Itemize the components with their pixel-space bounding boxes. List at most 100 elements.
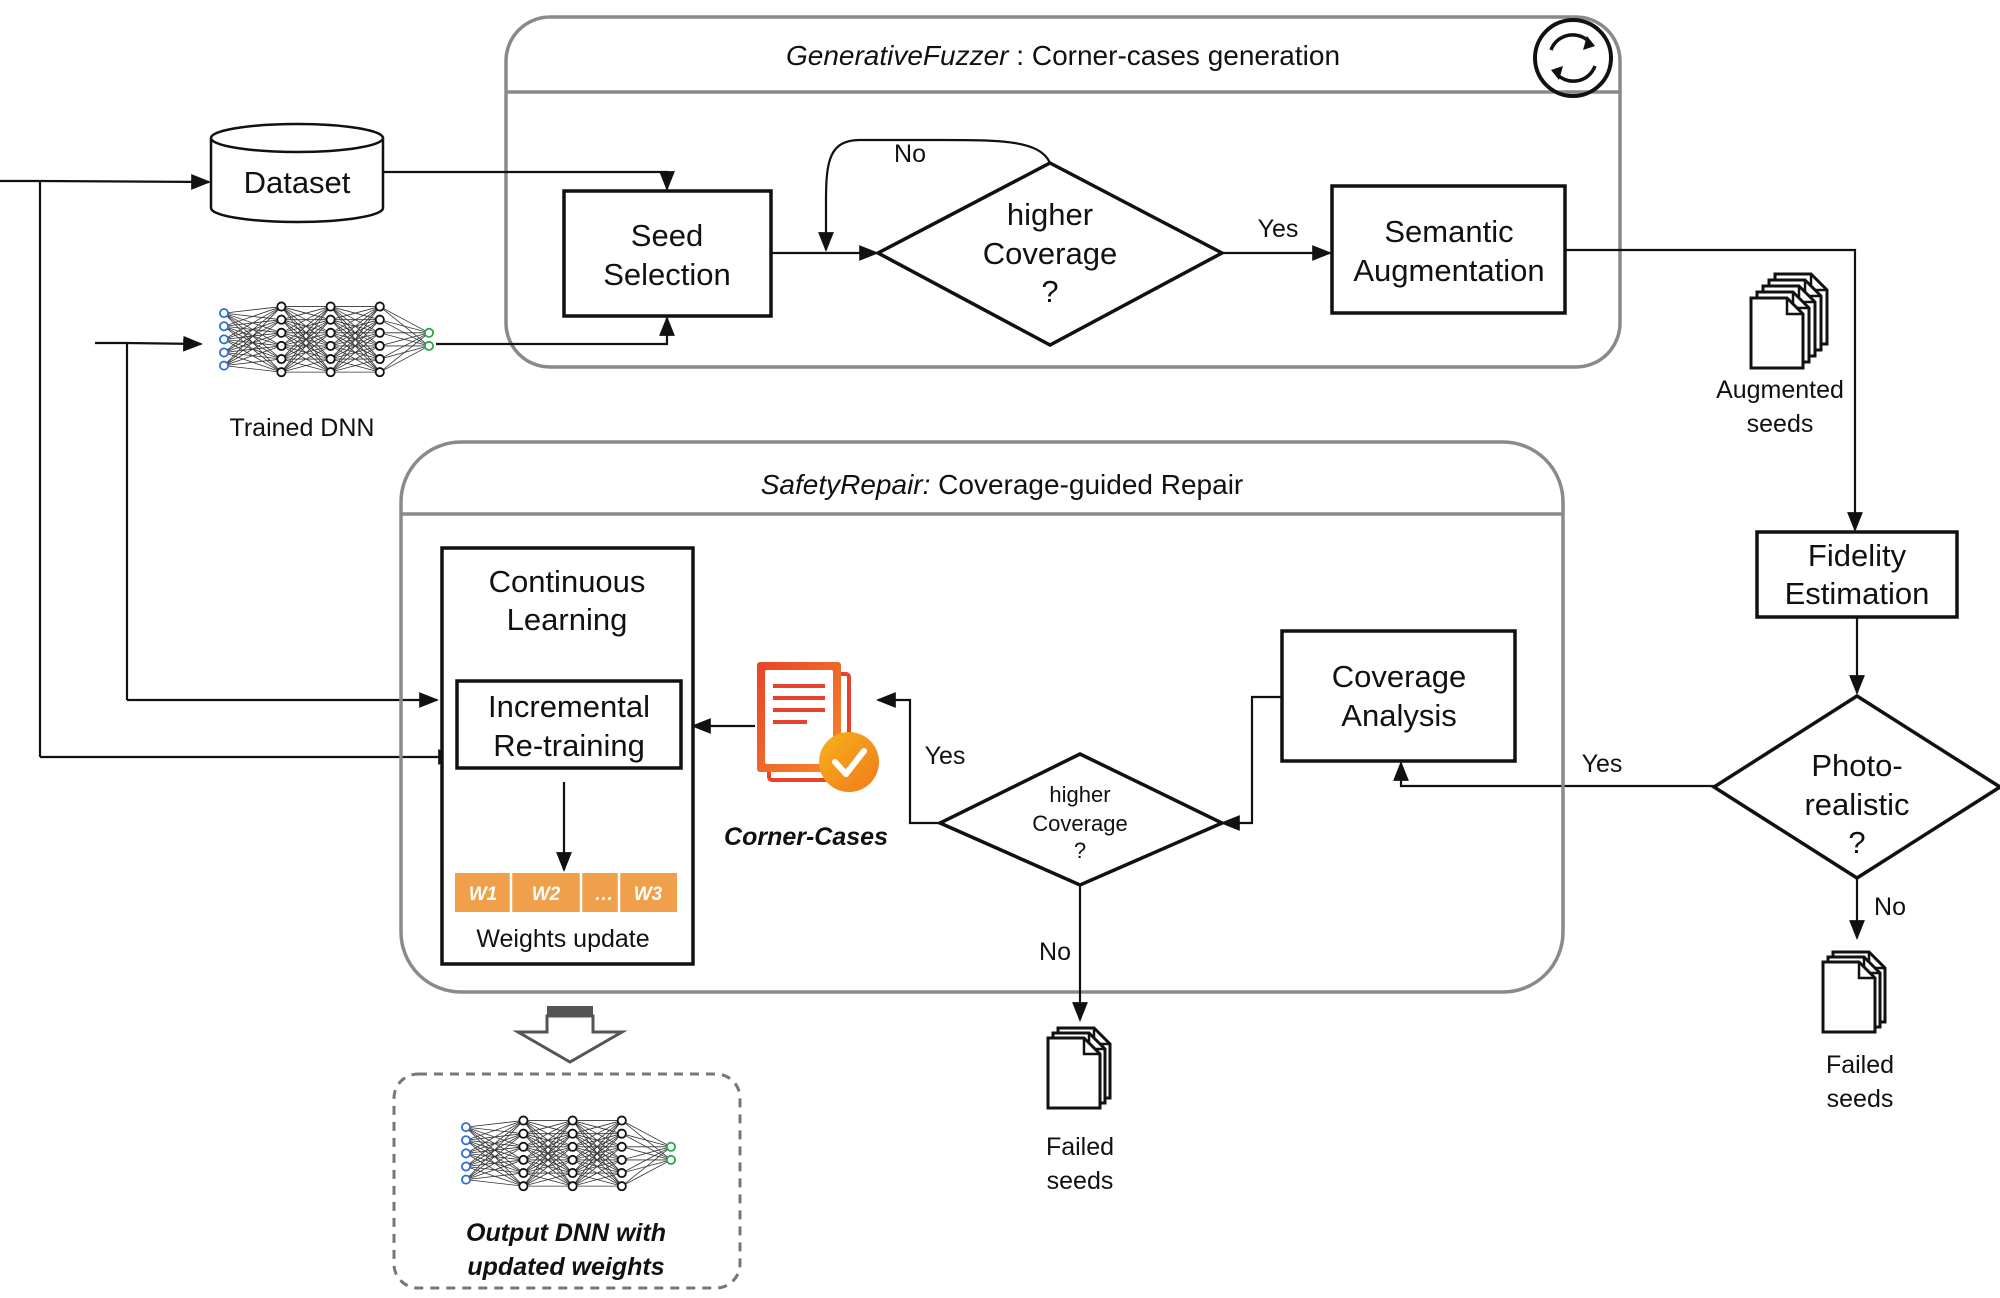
dnn-node bbox=[616, 1115, 627, 1126]
dnn-node bbox=[665, 1141, 676, 1152]
dnn-node bbox=[423, 327, 434, 338]
dnn-node bbox=[276, 354, 287, 365]
augmented-seeds-icon bbox=[1749, 272, 1829, 370]
dnn-node bbox=[518, 1168, 529, 1179]
dnn-node bbox=[219, 334, 229, 345]
generative-fuzzer-title: GenerativeFuzzer : Corner-cases generati… bbox=[786, 40, 1340, 71]
svg-text:higher: higher bbox=[1049, 782, 1110, 807]
dnn-node bbox=[518, 1154, 529, 1165]
document-page bbox=[1046, 1036, 1102, 1110]
loop-icon bbox=[1533, 18, 1613, 98]
svg-text:higher: higher bbox=[1007, 197, 1093, 232]
svg-text:?: ? bbox=[1041, 274, 1058, 309]
svg-text:Incremental: Incremental bbox=[488, 689, 650, 724]
dnn-node bbox=[665, 1154, 676, 1165]
dnn-node bbox=[374, 314, 385, 325]
svg-text:Selection: Selection bbox=[603, 257, 731, 292]
dnn-node bbox=[276, 314, 287, 325]
output-hollow-arrow bbox=[512, 1006, 628, 1064]
svg-text:Fidelity: Fidelity bbox=[1808, 538, 1907, 573]
dnn-node bbox=[518, 1115, 529, 1126]
svg-text:?: ? bbox=[1848, 825, 1865, 860]
dnn-node bbox=[374, 327, 385, 338]
dnn-node bbox=[374, 340, 385, 351]
svg-text:Coverage: Coverage bbox=[1332, 659, 1466, 694]
svg-text:W2: W2 bbox=[532, 884, 561, 905]
incremental-retraining-box: Incremental Re-training bbox=[455, 679, 683, 770]
dnn-node bbox=[461, 1122, 471, 1133]
repair-higher-coverage-decision: higher Coverage ? bbox=[935, 752, 1227, 887]
fuzzer-yes-label: Yes bbox=[1258, 215, 1299, 243]
dnn-node bbox=[567, 1181, 578, 1192]
safety-repair-title: SafetyRepair: Coverage-guided Repair bbox=[761, 469, 1244, 500]
dnn-node bbox=[374, 301, 385, 312]
svg-text:Dataset: Dataset bbox=[244, 165, 351, 200]
svg-text:Continuous: Continuous bbox=[489, 564, 646, 599]
failed-seeds-right-label-2: seeds bbox=[1827, 1085, 1894, 1113]
dnn-node bbox=[616, 1141, 627, 1152]
dnn-node bbox=[276, 327, 287, 338]
failed-seeds-middle-label: Failed bbox=[1046, 1133, 1114, 1161]
failed-seeds-middle-label-2: seeds bbox=[1047, 1167, 1114, 1195]
failed-seeds-icon-right bbox=[1821, 950, 1887, 1034]
failed-seeds-icon-middle bbox=[1046, 1026, 1112, 1110]
document-page bbox=[1749, 296, 1805, 370]
weights-bar: W1 W2 … W3 bbox=[455, 873, 677, 912]
svg-text:Re-training: Re-training bbox=[493, 728, 645, 763]
dnn-node bbox=[276, 367, 287, 378]
fuzzer-no-label: No bbox=[894, 140, 926, 168]
svg-text:Seed: Seed bbox=[631, 218, 703, 253]
higher-coverage-decision: higher Coverage ? bbox=[874, 161, 1226, 347]
svg-text:…: … bbox=[595, 884, 614, 905]
trained-dnn-icon bbox=[219, 301, 434, 378]
dnn-node bbox=[325, 367, 336, 378]
dnn-node bbox=[616, 1181, 627, 1192]
dnn-node bbox=[276, 340, 287, 351]
fidelity-estimation-box: Fidelity Estimation bbox=[1755, 530, 1959, 619]
seed-selection-box: Seed Selection bbox=[562, 189, 773, 318]
safety-repair-panel: SafetyRepair: Coverage-guided Repair Con… bbox=[399, 440, 1565, 994]
svg-text:?: ? bbox=[1074, 838, 1086, 863]
dnn-node bbox=[219, 308, 229, 319]
dnn-node bbox=[325, 327, 336, 338]
dnn-node bbox=[461, 1135, 471, 1146]
dnn-node bbox=[325, 314, 336, 325]
dnn-node bbox=[567, 1154, 578, 1165]
svg-text:Estimation: Estimation bbox=[1785, 576, 1930, 611]
dnn-node bbox=[616, 1128, 627, 1139]
svg-text:Augmentation: Augmentation bbox=[1353, 253, 1544, 288]
trained-dnn-label: Trained DNN bbox=[230, 414, 375, 442]
svg-text:W1: W1 bbox=[469, 884, 498, 905]
dnn-node bbox=[423, 340, 434, 351]
output-dnn-panel bbox=[392, 1072, 742, 1290]
svg-text:realistic: realistic bbox=[1804, 787, 1909, 822]
svg-text:Coverage: Coverage bbox=[983, 236, 1117, 271]
dnn-node bbox=[325, 340, 336, 351]
failed-seeds-right-label: Failed bbox=[1826, 1051, 1894, 1079]
dataset-cylinder: Dataset bbox=[209, 122, 385, 224]
dnn-node bbox=[567, 1168, 578, 1179]
output-dnn-label-2: updated weights bbox=[467, 1253, 664, 1281]
output-dnn-icon bbox=[461, 1115, 676, 1192]
svg-text:Coverage: Coverage bbox=[1032, 811, 1127, 836]
dnn-node bbox=[518, 1181, 529, 1192]
document-page bbox=[1821, 960, 1877, 1034]
dnn-node bbox=[374, 354, 385, 365]
coverage-analysis-box: Coverage Analysis bbox=[1280, 629, 1517, 763]
dnn-node bbox=[219, 321, 229, 332]
svg-text:Photo-: Photo- bbox=[1811, 748, 1902, 783]
augmented-seeds-label: Augmented bbox=[1716, 376, 1844, 404]
dnn-node bbox=[461, 1161, 471, 1172]
dnn-node bbox=[461, 1148, 471, 1159]
dnn-node bbox=[461, 1174, 471, 1185]
photo-yes-label: Yes bbox=[1582, 750, 1623, 778]
repair-no-label: No bbox=[1039, 938, 1071, 966]
output-dnn-label: Output DNN with bbox=[466, 1219, 666, 1247]
dnn-node bbox=[616, 1168, 627, 1179]
svg-text:Analysis: Analysis bbox=[1341, 698, 1456, 733]
dnn-node bbox=[567, 1141, 578, 1152]
semantic-augmentation-box: Semantic Augmentation bbox=[1330, 184, 1567, 315]
dnn-node bbox=[219, 347, 229, 358]
dnn-node bbox=[276, 301, 287, 312]
weights-update-label: Weights update bbox=[476, 925, 649, 953]
